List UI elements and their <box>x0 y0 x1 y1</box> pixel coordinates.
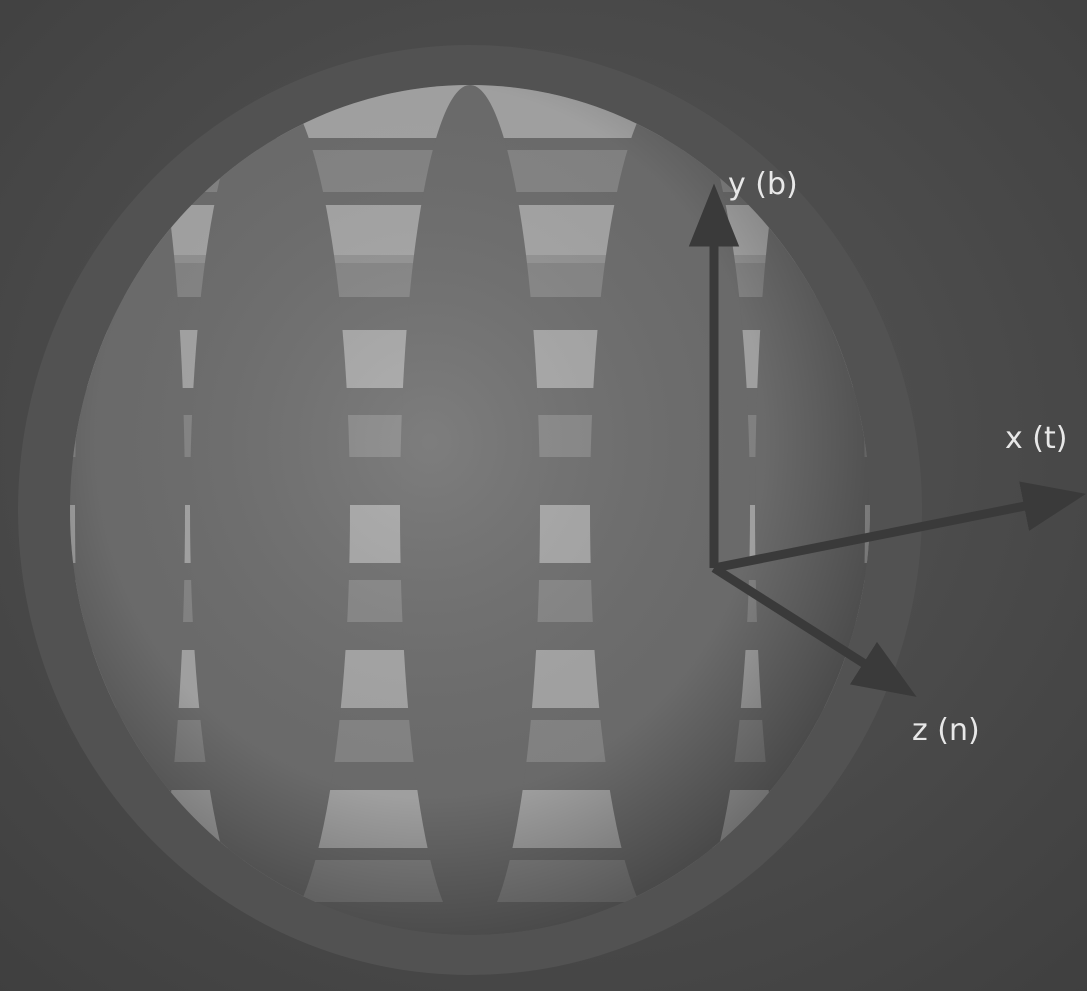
tangent-frame <box>688 183 1086 697</box>
sphere <box>18 45 922 975</box>
x-axis-label: x (t) <box>1005 421 1067 456</box>
z-axis-label: z (n) <box>912 713 980 748</box>
z-axis-arrow <box>711 564 917 697</box>
x-axis-arrow <box>713 481 1086 573</box>
sphere-shading <box>70 85 870 935</box>
y-axis-label: y (b) <box>728 167 798 202</box>
